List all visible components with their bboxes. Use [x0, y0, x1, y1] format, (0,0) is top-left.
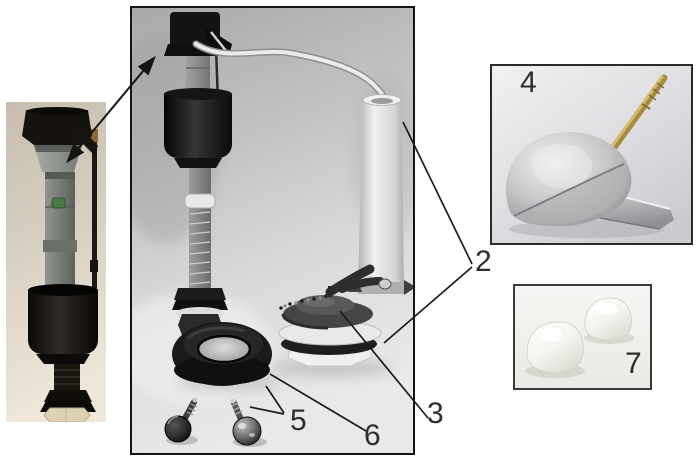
flapper-arm	[338, 277, 384, 293]
threaded-shank	[40, 364, 96, 422]
bolt-caps-illustration	[515, 286, 650, 388]
callout-label-2: 2	[475, 245, 492, 278]
tank-bolt	[164, 397, 198, 445]
callout-label-5: 5	[290, 404, 307, 437]
tank-to-bowl-gasket	[172, 322, 280, 390]
float-cup	[28, 284, 98, 364]
bolt-cap	[584, 297, 634, 344]
valve-neck	[186, 56, 210, 94]
float-cup	[164, 94, 232, 158]
flapper-arm	[325, 264, 375, 297]
lever-handle	[505, 132, 674, 230]
tank-lever-illustration	[492, 66, 691, 243]
fill-valve-inset-photo	[6, 102, 106, 422]
tank-lever-photo: 4	[490, 64, 693, 245]
callout-label-3: 3	[427, 397, 444, 430]
fill-valve-illustration	[6, 102, 106, 422]
bolt-caps-photo: 7	[513, 284, 652, 390]
bolt-cap	[525, 321, 585, 378]
parts-group-illustration	[132, 8, 413, 453]
callout-label-4: 4	[520, 66, 537, 99]
callout-label-7: 7	[625, 347, 642, 380]
shank-ring	[184, 193, 216, 209]
callout-label-6: 6	[364, 419, 381, 452]
valve-cap	[170, 12, 220, 52]
flapper-chain	[279, 294, 328, 310]
float-adjustment-rod	[92, 138, 97, 288]
tank-bolt	[230, 398, 267, 447]
fill-valve	[164, 12, 232, 335]
mounting-nut	[43, 407, 91, 422]
valve-lever-green	[51, 197, 66, 209]
refill-hose	[192, 40, 389, 103]
main-parts-photo	[130, 6, 415, 455]
valve-body	[45, 172, 75, 290]
